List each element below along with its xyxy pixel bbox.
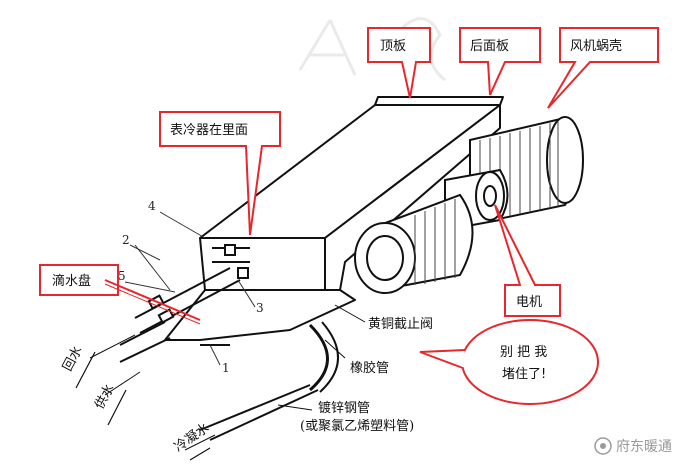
label-return-water: 回水	[60, 344, 85, 374]
label-leaders	[89, 304, 366, 451]
callout-drain-pan: 滴水盘	[39, 264, 201, 325]
label-brass-valve: 黄铜截止阀	[368, 317, 433, 332]
speech-bubble: 别 把 我 堵住了!	[419, 319, 599, 405]
flow-arrows	[75, 351, 211, 461]
weibo-icon	[594, 437, 612, 455]
unit-body	[164, 96, 504, 341]
callout-top-panel-label: 顶板	[380, 39, 406, 54]
part-number-1: 1	[222, 361, 230, 375]
number-leaders	[124, 211, 256, 366]
label-pipe-line1: 镀锌钢管	[318, 400, 370, 416]
callout-motor: 电机	[494, 204, 561, 317]
callout-top-panel: 顶板	[367, 27, 431, 99]
background-watermark-marks	[298, 17, 446, 82]
watermark: 府东暖通	[594, 437, 672, 455]
callout-coil-inside-label: 表冷器在里面	[170, 123, 248, 138]
callout-back-panel-label: 后面板	[470, 39, 509, 54]
part-number-3: 3	[256, 301, 264, 315]
speech-bubble-line2: 堵住了!	[502, 367, 546, 382]
callout-back-panel: 后面板	[459, 27, 541, 96]
callout-fan-housing: 风机蜗壳	[547, 27, 659, 109]
part-number-5: 5	[118, 269, 126, 283]
label-rubber-hose: 橡胶管	[350, 360, 389, 376]
part-number-2: 2	[122, 233, 130, 247]
speech-bubble-line1: 别 把 我	[500, 345, 547, 360]
callout-fan-housing-label: 风机蜗壳	[570, 38, 622, 54]
watermark-label: 府东暖通	[616, 439, 672, 455]
callout-coil-inside: 表冷器在里面	[159, 111, 281, 236]
piping	[119, 244, 339, 441]
fan-housing-front	[354, 193, 474, 294]
callout-drain-pan-label: 滴水盘	[52, 273, 91, 289]
callout-motor-label: 电机	[516, 295, 542, 310]
part-number-4: 4	[148, 199, 156, 213]
label-pipe-line2: (或聚氯乙烯塑料管)	[300, 419, 414, 434]
label-supply-water: 供水	[92, 382, 117, 412]
